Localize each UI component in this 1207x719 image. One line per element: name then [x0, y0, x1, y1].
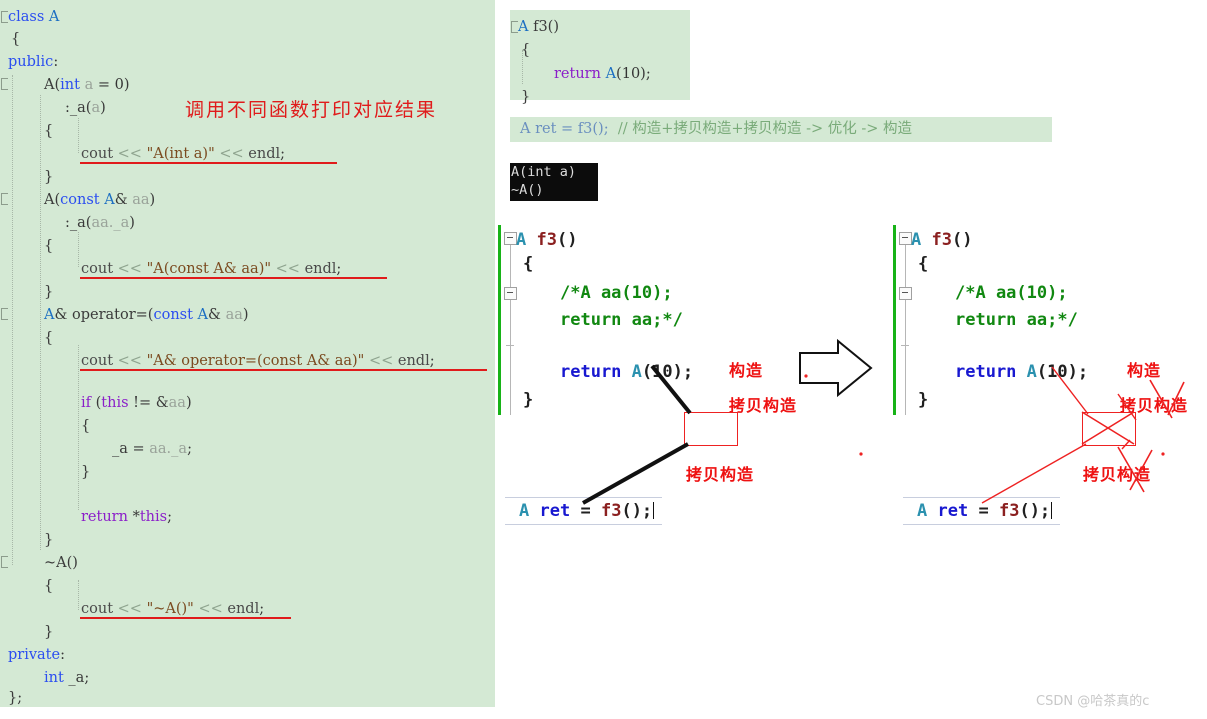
code-line: {: [44, 330, 54, 346]
code-line: _a = aa._a;: [112, 441, 192, 457]
code-line: return A(10);: [560, 362, 694, 382]
code-line: };: [8, 690, 23, 706]
class-panel-annotation: 调用不同函数打印对应结果: [185, 99, 438, 121]
stray-dot: [1161, 452, 1165, 456]
ret-statement-comment: // 构造+拷贝构造+拷贝构造 -> 优化 -> 构造: [617, 121, 913, 137]
highlight-underline: [80, 617, 291, 619]
console-line-1: A(int a): [511, 164, 577, 180]
code-line: class A: [8, 9, 60, 25]
code-line: cout << "~A()" << endl;: [81, 601, 265, 617]
fold-toggle[interactable]: [899, 232, 912, 245]
fold-toggle[interactable]: [899, 287, 912, 300]
class-definition-panel: class A { public: A(int a = 0) :_a(a) { …: [0, 0, 495, 707]
change-bar: [893, 225, 896, 415]
code-line: A(int a = 0): [44, 77, 130, 93]
code-line: }: [521, 89, 531, 105]
stray-dot: [859, 452, 863, 456]
fold-toggle[interactable]: [504, 287, 517, 300]
code-line: {: [81, 418, 91, 434]
highlight-underline: [80, 162, 337, 164]
indent-guide: [40, 95, 41, 550]
indent-guide: [78, 345, 79, 510]
temp-object-box-left: [684, 412, 738, 446]
fold-mark[interactable]: [1, 78, 8, 90]
fold-mark[interactable]: [1, 11, 8, 23]
code-line: A f3(): [518, 19, 559, 35]
code-line: }: [44, 284, 54, 300]
indent-guide: [78, 118, 79, 153]
code-line: }: [81, 464, 91, 480]
code-line: int _a;: [44, 670, 90, 686]
fold-mark[interactable]: [511, 21, 518, 33]
code-line: A(const A& aa): [44, 192, 156, 208]
f3-code-block: A f3() { return A(10); }: [510, 10, 690, 105]
code-line: {: [521, 42, 531, 58]
ret-statement-strip: A ret = f3(); // 构造+拷贝构造+拷贝构造 -> 优化 -> 构…: [510, 117, 1052, 142]
code-line: {: [523, 254, 534, 274]
code-line: {: [44, 578, 54, 594]
ret-statement-left: A ret = f3();: [505, 497, 663, 525]
console-line-2: ~A(): [511, 182, 544, 198]
transform-arrow-icon: [799, 338, 873, 398]
code-line: /*A aa(10);: [955, 283, 1068, 303]
code-line: :_a(a): [65, 100, 106, 116]
annotation-construct-left: 构造: [729, 361, 764, 380]
indent-guide: [12, 75, 13, 565]
code-line: A f3(): [911, 230, 973, 250]
annotation-copy-construct-2-left: 拷贝构造: [686, 465, 755, 484]
code-line: }: [44, 624, 54, 640]
ret-statement-spacer: [609, 121, 618, 137]
watermark: CSDN @哈茶真的c: [1036, 694, 1150, 709]
code-line: }: [44, 169, 54, 185]
change-bar: [498, 225, 501, 415]
indent-guide: [522, 50, 523, 84]
ret-statement-right: A ret = f3();: [903, 497, 1061, 525]
pointer-line-copy-right: [981, 443, 1087, 504]
code-line: return A(10);: [955, 362, 1089, 382]
code-line: ~A(): [44, 555, 78, 571]
indent-guide: [78, 580, 79, 610]
code-line: /*A aa(10);: [560, 283, 673, 303]
fold-tick: [901, 345, 909, 346]
highlight-underline: [80, 277, 387, 279]
code-line: cout << "A(int a)" << endl;: [81, 146, 286, 162]
code-line: :_a(aa._a): [65, 215, 135, 231]
code-line: {: [44, 123, 54, 139]
code-line: {: [11, 31, 21, 47]
code-line: cout << "A(const A& aa)" << endl;: [81, 261, 342, 277]
indent-guide: [78, 232, 79, 267]
code-line: }: [918, 390, 929, 410]
annotation-construct-right: 构造: [1127, 361, 1162, 380]
code-line: }: [523, 390, 534, 410]
code-line: }: [44, 532, 54, 548]
fold-gutter-line: [905, 239, 906, 415]
code-line: A& operator=(const A& aa): [44, 307, 249, 323]
ret-statement-code: A ret = f3();: [520, 121, 609, 137]
annotation-copy-construct-1-left: 拷贝构造: [729, 396, 798, 415]
annotation-copy-construct-2-right: 拷贝构造: [1083, 465, 1152, 484]
highlight-underline: [80, 369, 487, 371]
code-line: cout << "A& operator=(const A& aa)" << e…: [81, 353, 435, 369]
code-line: A f3(): [516, 230, 578, 250]
fold-tick: [506, 345, 514, 346]
stray-dot: [804, 374, 808, 378]
fold-mark[interactable]: [1, 193, 8, 205]
code-line: return aa;*/: [560, 310, 683, 330]
code-line: if (this != &aa): [81, 395, 192, 411]
code-line: return aa;*/: [955, 310, 1078, 330]
pointer-line-copy-left: [582, 442, 689, 505]
fold-mark[interactable]: [1, 308, 8, 320]
fold-gutter-line: [510, 239, 511, 415]
code-line: {: [44, 238, 54, 254]
code-line: return A(10);: [554, 66, 651, 82]
temp-object-box-right: [1082, 412, 1136, 446]
fold-mark[interactable]: [1, 556, 8, 568]
code-line: {: [918, 254, 929, 274]
console-output-box: A(int a) ~A(): [510, 163, 598, 201]
code-line: private:: [8, 647, 65, 663]
code-line: public:: [8, 54, 59, 70]
code-line: return *this;: [81, 509, 172, 525]
fold-toggle[interactable]: [504, 232, 517, 245]
